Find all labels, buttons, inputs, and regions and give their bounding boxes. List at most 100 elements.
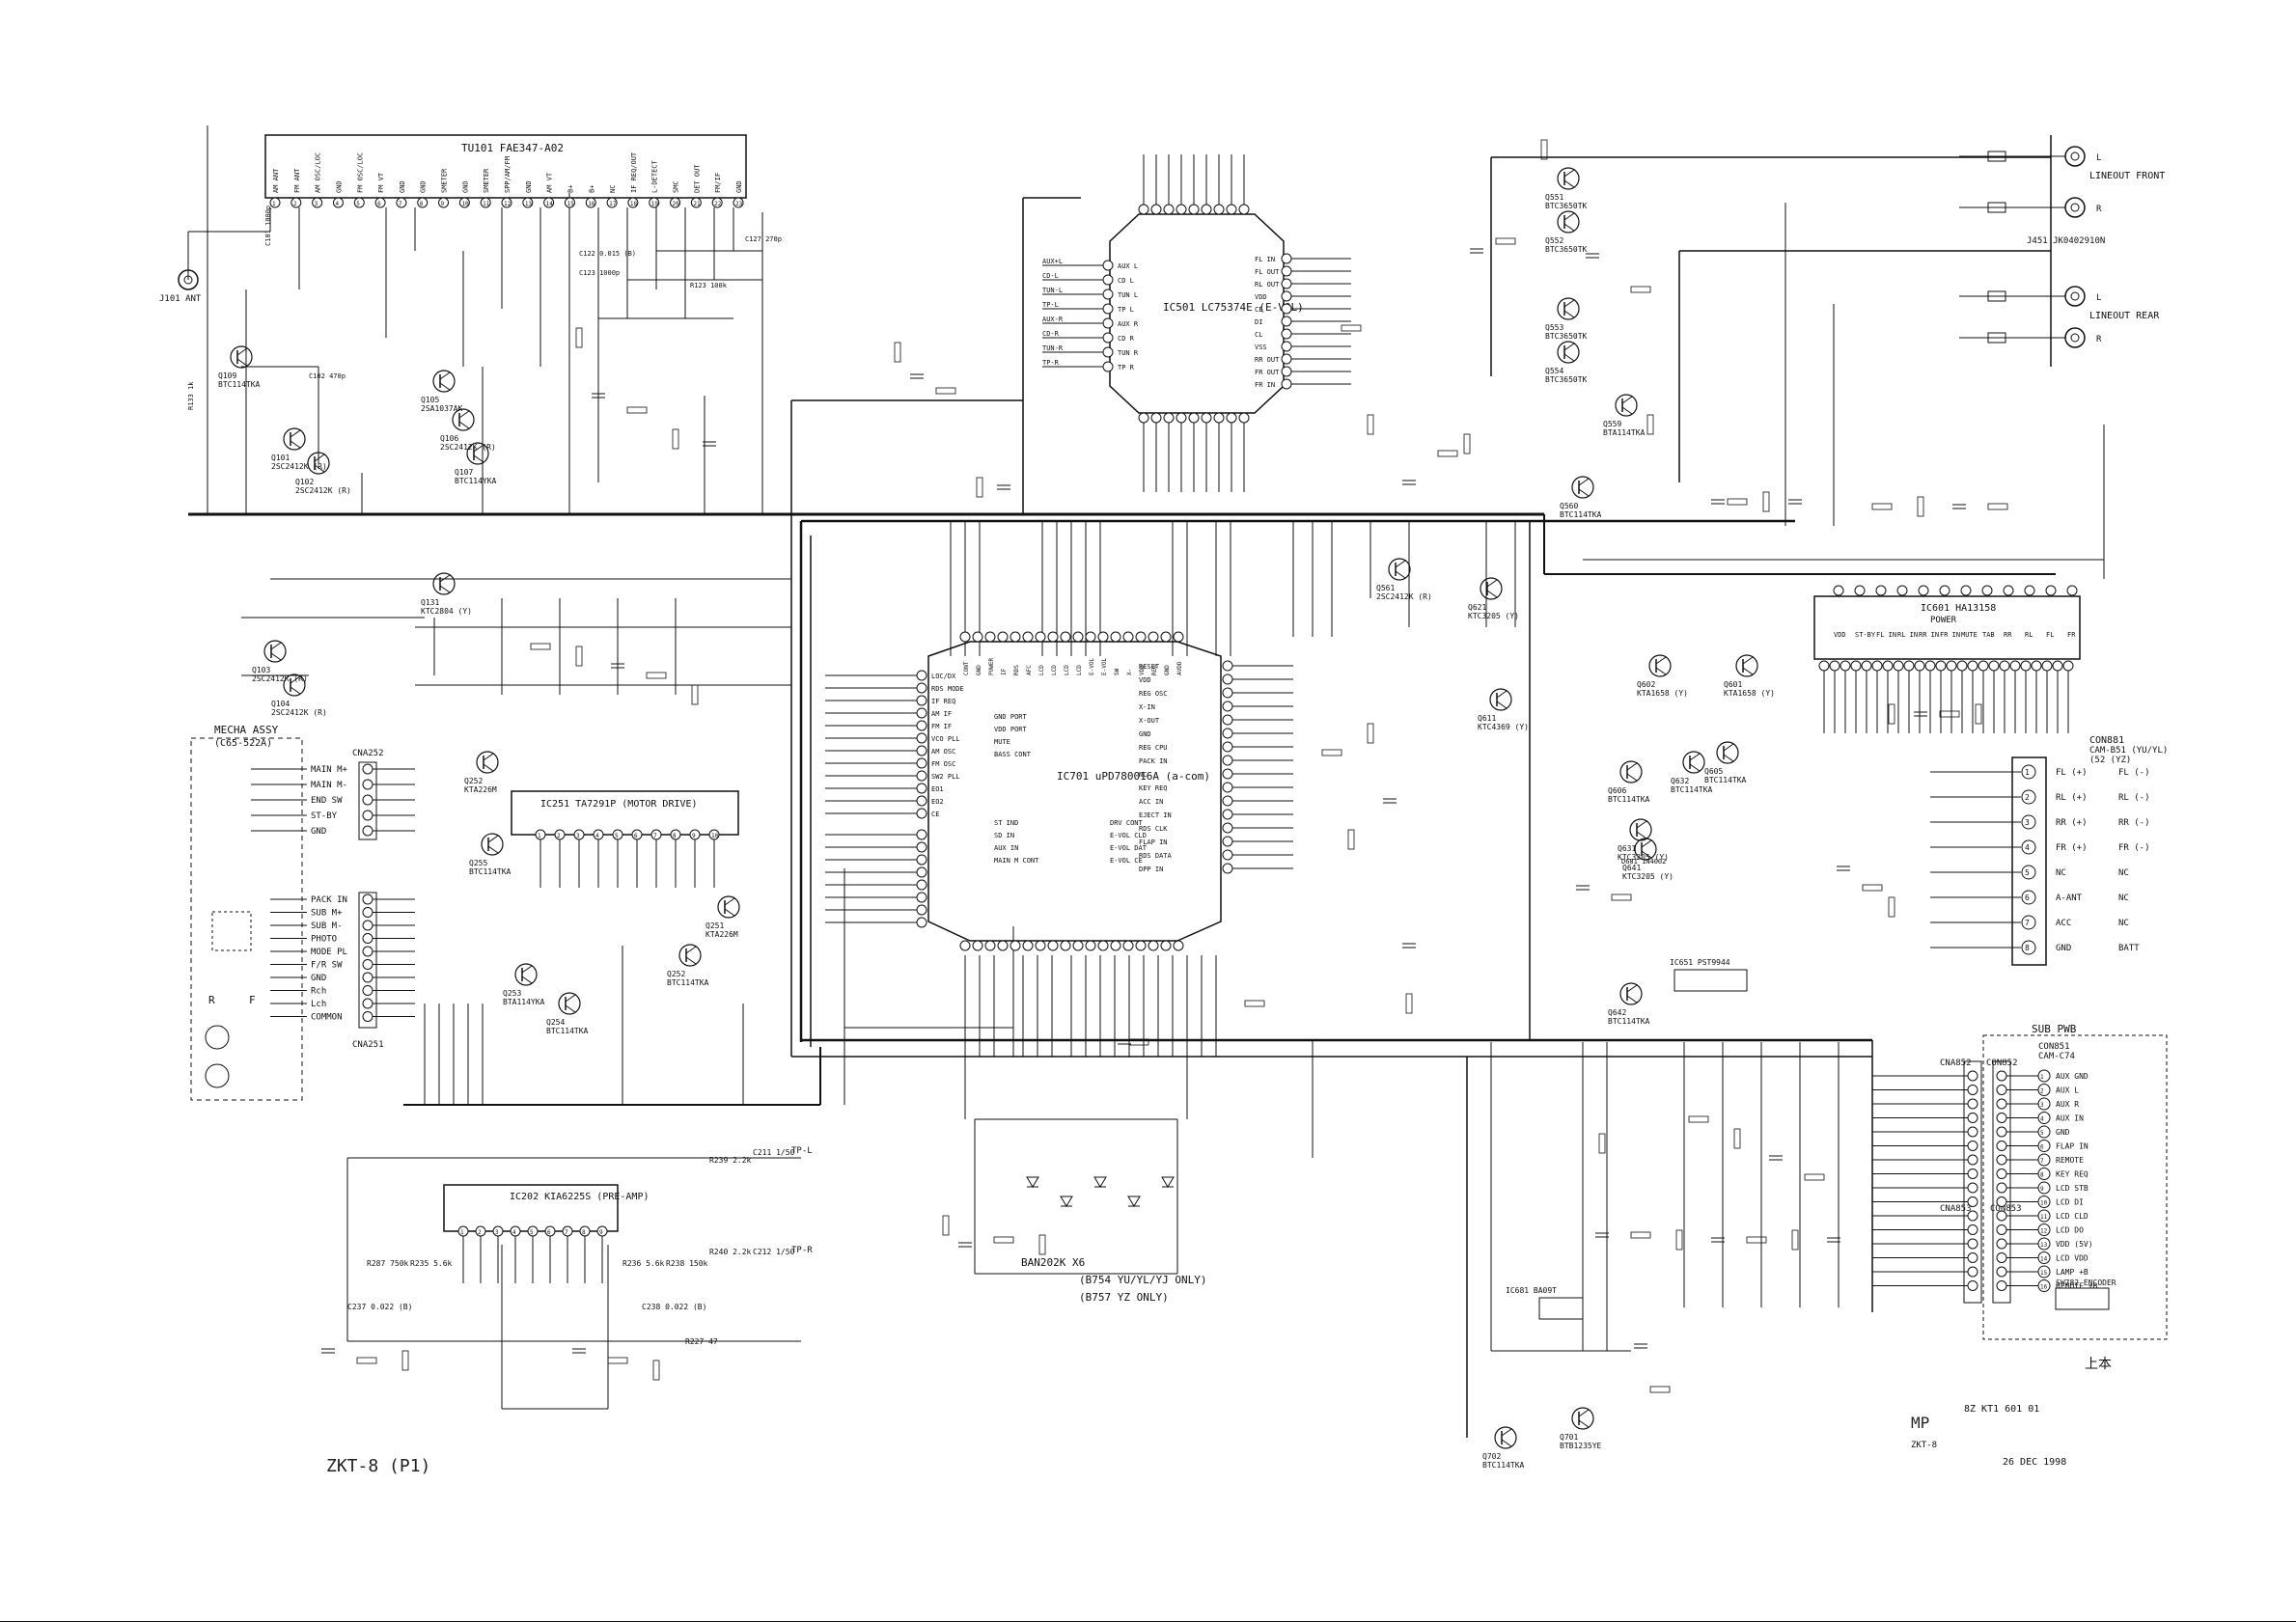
motor-pin-number: 4: [595, 833, 599, 839]
label: Q632: [1671, 777, 1689, 785]
subpwb-pin-name: FLAP IN: [2056, 1142, 2089, 1151]
tuner-wiring: [187, 207, 791, 695]
subpwb-pin-number: 14: [2040, 1256, 2048, 1263]
mecha-bottom-pin: F/R SW: [311, 961, 343, 971]
motor-pin-number: 5: [615, 833, 619, 839]
cpu-top-pin: POWER: [988, 658, 995, 675]
subpwb-pin-number: 13: [2040, 1242, 2048, 1249]
tuner-pin-label: L-DETECT: [651, 159, 659, 193]
cn881-pin-number: 7: [2025, 919, 2030, 927]
evol-pin-name: TP L: [1118, 306, 1134, 314]
label: Q554: [1545, 367, 1563, 375]
tuner-pin-label: GND: [335, 180, 343, 193]
cpu-right-pin: GND: [1139, 730, 1151, 738]
label: BTC114TKA: [546, 1027, 589, 1035]
output-transistors: Q551BTC3650TKQ552BTC3650TKQ553BTC3650TKQ…: [1376, 167, 1646, 601]
mecha-bottom-pin: Lch: [311, 1000, 326, 1009]
mecha-label: MECHA ASSY: [214, 724, 279, 736]
label: BTC3650TK: [1545, 202, 1588, 210]
preamp-part: R235 5.6k: [410, 1259, 453, 1268]
label: Q561: [1376, 584, 1395, 592]
cna252-label: CNA252: [352, 749, 384, 758]
label: BTC114TKA: [1671, 785, 1713, 794]
cn881-pin-left: NC: [2056, 868, 2066, 878]
evol-pin-name: CD R: [1118, 335, 1135, 343]
cn881-pin-number: 2: [2025, 793, 2030, 802]
cn881-pin-number: 6: [2025, 893, 2030, 902]
cpu-top-pin: X-: [1126, 669, 1133, 675]
label: 2SA1037AK: [421, 404, 463, 413]
subpwb-pin-name: LAMP +B: [2056, 1268, 2089, 1277]
preamp-pin-number: 7: [565, 1229, 568, 1236]
cn881-pin-number: 1: [2025, 768, 2030, 777]
label: Q551: [1545, 193, 1563, 202]
title-block: ZKT-8 (P1) MP ZKT-8 8Z KT1 601 01 26 DEC…: [326, 1357, 2112, 1476]
label: 2SC2412K (R): [1376, 592, 1432, 601]
cpu-top-pin: CONT: [963, 661, 970, 675]
passive-components: [321, 139, 2008, 1393]
label: Q252: [667, 970, 685, 978]
cpu-top-pin: IF: [1001, 668, 1008, 675]
preamp-part: C238 0.022 (B): [642, 1303, 706, 1311]
cpu-top-pin: LCD: [1051, 665, 1058, 675]
cn881-pin-right: NC: [2118, 919, 2129, 928]
preamp-part: R238 150k: [666, 1259, 708, 1268]
label: Q606: [1608, 786, 1626, 795]
subpwb-pin-number: 10: [2040, 1200, 2048, 1207]
preamp-pin-number: 2: [478, 1229, 482, 1236]
motor-pin-number: 8: [673, 833, 677, 839]
diode-label: BAN202K X6: [1021, 1256, 1085, 1269]
cpu-inner-pin: SD IN: [994, 832, 1014, 839]
tuner-pin-label: AM VT: [546, 172, 554, 193]
label: BTC3650TK: [1545, 375, 1588, 384]
label: Q631: [1618, 844, 1636, 853]
tuner-pin-number: 13: [525, 201, 533, 207]
tuner-pin-number: 3: [315, 201, 318, 207]
tuner-part: C101 1000p: [264, 206, 272, 246]
label: Q107: [455, 468, 473, 477]
cpu-top-pin: SW: [1114, 668, 1120, 675]
tuner-pin-label: GND: [461, 180, 469, 193]
cpu-inner-pin: E-VOL CE: [1110, 857, 1143, 865]
subpwb-pin-name: REMOTE +B: [2056, 1282, 2098, 1291]
tuner-pin-number: 10: [461, 201, 469, 207]
cpu-left-pin: CE: [931, 811, 939, 818]
regulator-ic: IC681 BA09T: [1506, 1286, 1557, 1295]
mecha-top-pin: MAIN M+: [311, 765, 348, 775]
tuner-pin-label: SPP/AM/FM: [504, 156, 512, 193]
subpwb-pin-number: 9: [2040, 1186, 2044, 1193]
tuner-pin-label: FM ANT: [293, 168, 301, 193]
evol-pin-name: RL OUT: [1255, 281, 1280, 289]
cpu-inner-pin: AUX IN: [994, 844, 1018, 852]
label: BTC114TKA: [218, 380, 261, 389]
motor-parts: Q252KTA226MQ251KTA226MQ253BTA114YKAQ254B…: [464, 751, 740, 1035]
drawing-date: 26 DEC 1998: [2003, 1457, 2066, 1468]
subpwb-pin-number: 8: [2040, 1172, 2044, 1179]
svg-text:R: R: [208, 994, 215, 1006]
subpwb-pin-number: 7: [2040, 1158, 2044, 1165]
power-pin-name: FR: [2067, 631, 2076, 639]
tuner-pin-label: GND: [735, 180, 743, 193]
motor-pin-number: 10: [711, 833, 719, 839]
label: Q252: [464, 777, 483, 785]
subpwb-pin-name: AUX L: [2056, 1086, 2079, 1095]
cpu-left-pin: IF REQ: [931, 698, 955, 705]
tuner-pin-number: 19: [651, 201, 659, 207]
tuner-pin-number: 5: [356, 201, 360, 207]
label: Q552: [1545, 236, 1563, 245]
cpu-top-pin: REG: [1151, 665, 1158, 675]
motor-pin-number: 2: [557, 833, 561, 839]
power-label: IC601 HA13158: [1921, 603, 1996, 614]
cpu-left-pin: RDS MODE: [931, 685, 964, 693]
label: BTC114TKA: [667, 978, 709, 987]
tuner-part: C123 1000p: [579, 269, 620, 277]
tuner-pin-number: 21: [693, 201, 701, 207]
jack-label: J451 JK0402910N: [2027, 236, 2105, 246]
